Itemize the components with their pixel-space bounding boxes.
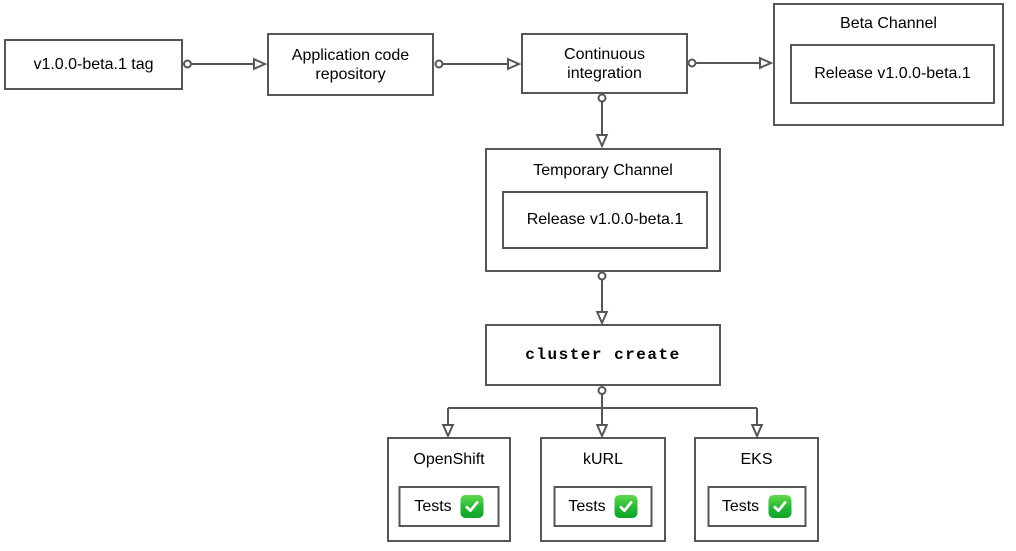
node-cluster-create: cluster create [485, 324, 721, 386]
version-tag-label: v1.0.0-beta.1 tag [33, 56, 154, 73]
check-mark-icon [768, 495, 792, 518]
cluster-create-label: cluster create [525, 345, 681, 364]
check-mark-icon [614, 495, 638, 518]
node-kurl-tests: Tests [553, 486, 653, 527]
continuous-integration-label: Continuous integration [564, 45, 645, 82]
node-version-tag: v1.0.0-beta.1 tag [4, 39, 183, 90]
kurl-tests-label: Tests [568, 497, 606, 515]
check-mark-icon [460, 495, 484, 518]
node-temporary-release: Release v1.0.0-beta.1 [502, 191, 708, 249]
openshift-tests-label: Tests [414, 497, 452, 515]
openshift-title: OpenShift [413, 451, 485, 468]
app-code-repository-label: Application code repository [291, 46, 410, 83]
kurl-title: kURL [582, 451, 623, 468]
eks-title: EKS [740, 451, 773, 468]
temporary-release-label: Release v1.0.0-beta.1 [526, 211, 684, 228]
node-openshift-tests: Tests [398, 486, 500, 527]
group-openshift: OpenShift Tests [387, 437, 511, 542]
eks-tests-label: Tests [721, 497, 760, 515]
group-temporary-channel: Temporary Channel Release v1.0.0-beta.1 [485, 148, 721, 272]
node-app-code-repository: Application code repository [267, 33, 434, 96]
temporary-channel-title: Temporary Channel [533, 162, 673, 179]
group-beta-channel: Beta Channel Release v1.0.0-beta.1 [773, 3, 1004, 126]
beta-channel-title: Beta Channel [840, 15, 937, 32]
node-beta-release: Release v1.0.0-beta.1 [790, 44, 995, 104]
beta-release-label: Release v1.0.0-beta.1 [814, 65, 971, 82]
group-kurl: kURL Tests [540, 437, 666, 542]
node-eks-tests: Tests [707, 486, 806, 527]
node-continuous-integration: Continuous integration [521, 33, 688, 94]
group-eks: EKS Tests [694, 437, 819, 542]
